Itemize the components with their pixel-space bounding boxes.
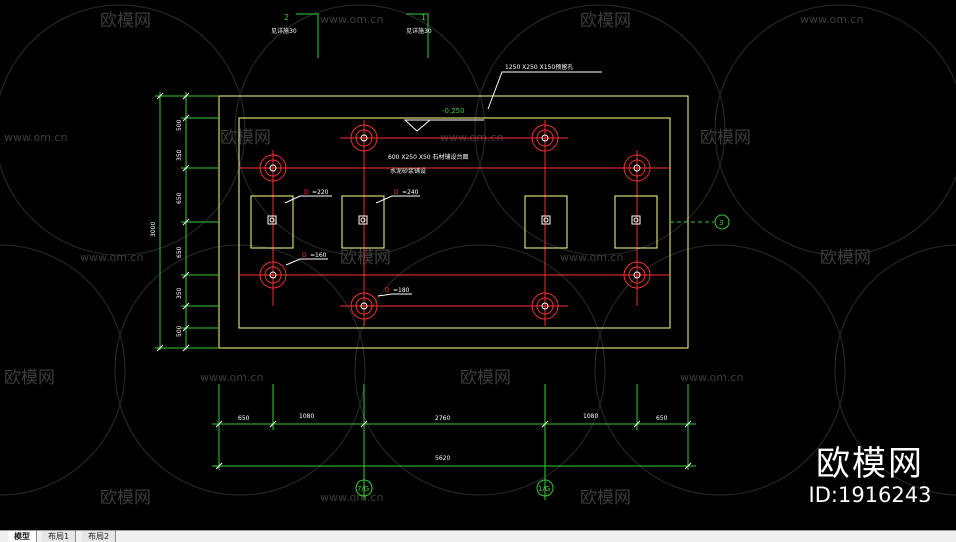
bottom-dimension-ticks [215, 420, 692, 470]
inner-outline [238, 117, 671, 329]
bottom-dim-label: 650 [656, 415, 668, 422]
watermark-logo: 欧模网 [580, 488, 631, 508]
nozzle-icon [259, 261, 287, 289]
pipe-network [239, 120, 670, 326]
nozzle-icon [531, 292, 559, 320]
level-text: -0.250 [442, 107, 465, 115]
diameter-prefix: D [394, 189, 399, 196]
watermark-url: www.om.cn [320, 491, 383, 504]
bottom-dim-label: 650 [238, 415, 250, 422]
pump-pit-centers [267, 215, 641, 225]
diameter-prefix: D [302, 252, 307, 259]
left-total-label: 3000 [150, 222, 157, 237]
left-dim-label: 350 [176, 287, 183, 299]
level-marker-icon [403, 119, 432, 132]
diameter-value: =220 [312, 189, 329, 196]
watermark-logo: 欧模网 [820, 248, 871, 268]
section-number: 1 [421, 13, 426, 22]
bottom-dim-label: 1080 [583, 413, 598, 420]
section-label: 见详施30 [406, 27, 432, 35]
axis-label: 1/G [538, 485, 550, 493]
watermark-url: www.om.cn [320, 13, 383, 26]
left-dim-label: 650 [176, 246, 183, 258]
section-number: 2 [284, 13, 289, 22]
tab-layout1[interactable]: 布局1 [42, 531, 77, 542]
watermark-url: www.om.cn [560, 251, 623, 264]
watermark-url: www.om.cn [680, 371, 743, 384]
watermark-logo: 欧模网 [220, 128, 271, 148]
watermark-arcs [0, 4, 956, 496]
watermark-logo: 欧模网 [340, 248, 391, 268]
left-dim-label: 350 [176, 149, 183, 161]
watermark-url: www.om.cn [440, 131, 503, 144]
brand-watermark: 欧模网 ID:1916243 [790, 445, 950, 507]
watermark-logo: 欧模网 [700, 128, 751, 148]
nozzle-icon [350, 124, 378, 152]
diameter-value: =240 [402, 189, 419, 196]
diameter-leaders [284, 195, 420, 297]
watermark-logo: 欧模网 [460, 368, 511, 388]
pump-pits [250, 195, 658, 249]
watermark-logo: 欧模网 [4, 368, 55, 388]
left-dimension-ticks [156, 92, 190, 352]
bottom-total-label: 5620 [435, 455, 450, 462]
axis-bubble-icon [536, 479, 554, 497]
brand-id: ID:1916243 [808, 483, 932, 507]
left-dimension-lines [155, 92, 219, 350]
watermark-logos: 欧模网 欧模网 欧模网 欧模网 欧模网 欧模网 欧模网 欧模网 欧模网 欧模网 … [4, 11, 871, 508]
nozzle-icon [623, 261, 651, 289]
cad-drawing-canvas[interactable]: 欧模网 欧模网 欧模网 欧模网 欧模网 欧模网 欧模网 欧模网 欧模网 欧模网 … [0, 0, 956, 530]
nozzle-icon [259, 154, 287, 182]
watermark-url: www.om.cn [800, 13, 863, 26]
tab-layout2[interactable]: 布局2 [82, 531, 117, 542]
layout-tab-bar: 模型 布局1 布局2 [0, 530, 956, 542]
nozzles [259, 124, 651, 320]
bottom-dim-label: 2760 [435, 415, 450, 422]
section-markers [296, 13, 429, 58]
diameter-prefix: D [304, 189, 309, 196]
note-text: 600 X250 X50 石材铺设台面 [388, 153, 468, 161]
axis-label: 7/G [357, 485, 369, 493]
bottom-dim-label: 1080 [299, 413, 314, 420]
watermark-url: www.om.cn [200, 371, 263, 384]
axis-label: 3 [719, 219, 723, 227]
left-dim-label: 500 [176, 119, 183, 131]
nozzle-icon [531, 124, 559, 152]
watermark-logo: 欧模网 [100, 11, 151, 31]
nozzle-icon [623, 154, 651, 182]
axis-bubble-icon [355, 479, 373, 497]
callout-leader [487, 71, 602, 110]
watermark-url: www.om.cn [4, 131, 67, 144]
note-text: 水泥砂浆铺设 [390, 167, 426, 175]
diameter-value: =160 [310, 252, 327, 259]
axis-bubble-icon [714, 214, 730, 230]
diameter-prefix: D [385, 287, 390, 294]
brand-name: 欧模网 [816, 444, 924, 484]
nozzle-icon [350, 292, 378, 320]
left-dim-label: 500 [176, 325, 183, 337]
section-label: 见详施30 [271, 27, 297, 35]
watermark-logo: 欧模网 [100, 488, 151, 508]
bottom-dimension-lines [212, 384, 696, 500]
diameter-value: =180 [393, 287, 410, 294]
left-dim-label: 650 [176, 192, 183, 204]
tab-model[interactable]: 模型 [8, 531, 37, 542]
watermark-url: www.om.cn [80, 251, 143, 264]
watermark-logo: 欧模网 [580, 11, 631, 31]
callout-text: 1250 X250 X150预留孔 [505, 63, 573, 71]
